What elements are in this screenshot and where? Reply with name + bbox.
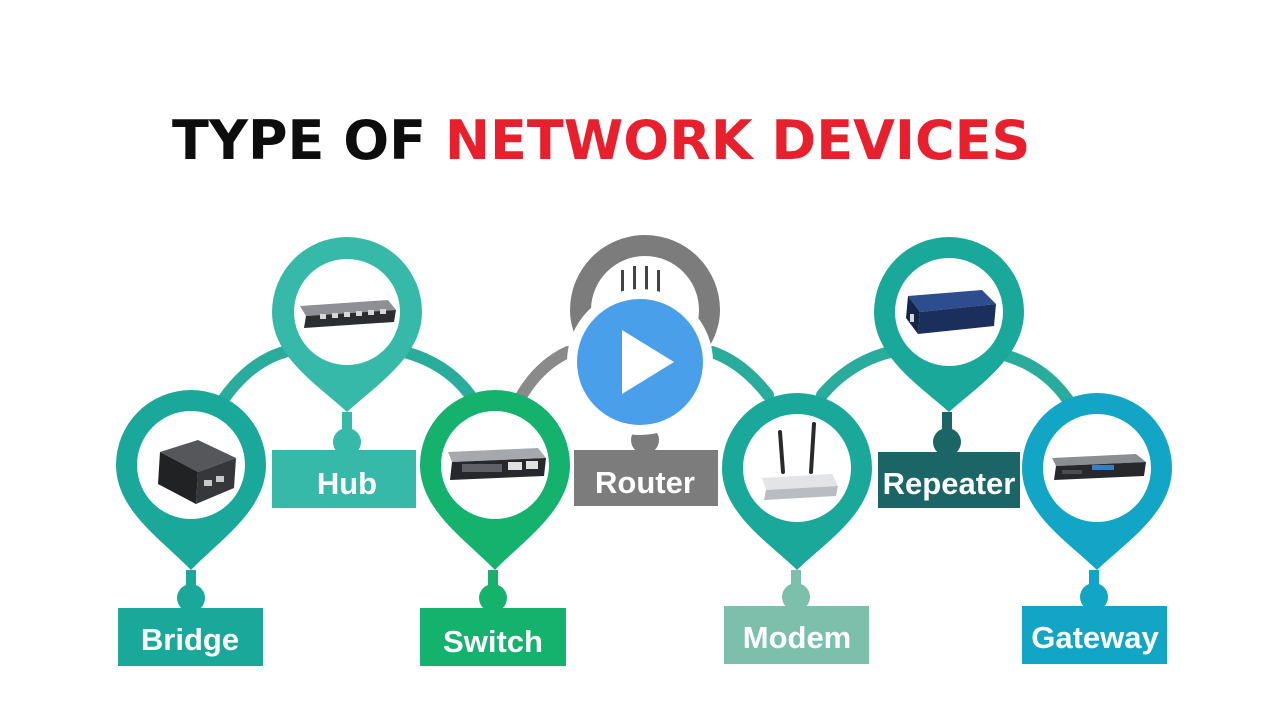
pin-dot <box>1080 583 1108 611</box>
play-button[interactable] <box>567 289 713 435</box>
device-label: Switch <box>443 624 543 659</box>
page-title: TYPE OF NETWORK DEVICES <box>172 104 1030 178</box>
device-label: Repeater <box>883 466 1016 501</box>
modem-device-icon <box>762 422 838 500</box>
bridge-device-icon <box>158 440 236 504</box>
pin-inner-circle <box>743 414 851 522</box>
label-box <box>1022 606 1167 664</box>
pin-dot <box>479 584 507 612</box>
device-label: Bridge <box>141 622 239 657</box>
device-node-switch: Switch <box>420 390 570 666</box>
device-node-modem: Modem <box>722 393 872 664</box>
arc-switch-router <box>516 346 574 401</box>
device-label: Router <box>595 465 695 500</box>
device-label: Hub <box>317 466 377 501</box>
router-device-icon <box>621 266 660 292</box>
gateway-device-icon <box>1052 454 1146 480</box>
play-icon <box>622 330 674 394</box>
label-box <box>272 450 416 508</box>
arc-hub-switch <box>390 344 476 401</box>
pin-dot <box>782 583 810 611</box>
hub-device-icon <box>300 300 396 328</box>
label-box <box>118 608 263 666</box>
title-part-red: NETWORK DEVICES <box>444 109 1031 172</box>
device-node-gateway: Gateway <box>1022 393 1172 664</box>
device-label: Gateway <box>1031 620 1159 655</box>
device-node-bridge: Bridge <box>116 390 266 666</box>
device-label: Modem <box>743 620 852 655</box>
pin-dot <box>333 428 361 456</box>
switch-device-icon <box>448 448 546 480</box>
pin-dot <box>933 428 961 456</box>
repeater-device-icon <box>906 290 996 334</box>
arc-router-modem <box>706 346 774 401</box>
arc-modem-repeater <box>816 346 896 401</box>
label-box <box>724 606 869 664</box>
pin-dot <box>177 584 205 612</box>
label-box <box>574 450 718 506</box>
title-part-black: TYPE OF <box>172 109 426 172</box>
label-box <box>878 452 1020 508</box>
device-node-hub: Hub <box>272 237 422 508</box>
label-box <box>420 608 566 666</box>
device-node-repeater: Repeater <box>874 237 1024 508</box>
